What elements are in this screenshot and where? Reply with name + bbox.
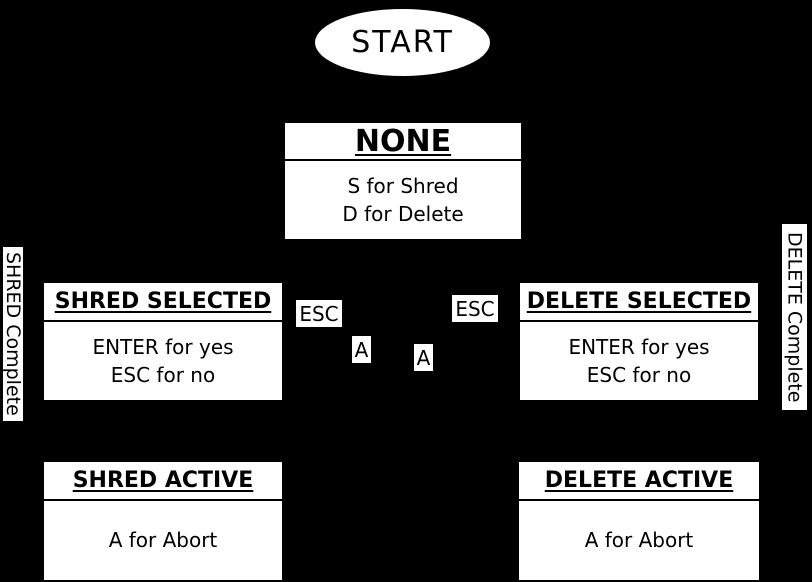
- edge-label-a-delete: A: [414, 344, 433, 371]
- state-delete-active-body: A for Abort: [519, 501, 759, 579]
- state-delete-selected: DELETE SELECTED ENTER for yes ESC for no: [520, 283, 758, 400]
- state-shred-selected-title: SHRED SELECTED: [44, 283, 282, 322]
- start-node-label: START: [351, 25, 454, 60]
- state-body-line: ESC for no: [110, 363, 216, 387]
- edge-label-esc-left: ESC: [296, 300, 342, 327]
- state-none-body: S for Shred D for Delete: [285, 161, 521, 228]
- edge-label-esc-right: ESC: [452, 295, 498, 322]
- state-body-line: ENTER for yes: [92, 335, 234, 359]
- state-shred-selected: SHRED SELECTED ENTER for yes ESC for no: [44, 283, 282, 400]
- state-body-line: A for Abort: [108, 528, 218, 552]
- state-shred-active: SHRED ACTIVE A for Abort: [44, 462, 282, 580]
- state-delete-selected-body: ENTER for yes ESC for no: [520, 322, 758, 389]
- state-body-line: D for Delete: [342, 202, 464, 226]
- state-body-line: ESC for no: [586, 363, 692, 387]
- start-node: START: [315, 9, 490, 76]
- state-delete-active-title: DELETE ACTIVE: [519, 462, 759, 501]
- state-body-line: ENTER for yes: [568, 335, 710, 359]
- side-label-delete-complete: DELETE Complete: [782, 224, 807, 410]
- state-shred-selected-body: ENTER for yes ESC for no: [44, 322, 282, 389]
- state-delete-selected-title: DELETE SELECTED: [520, 283, 758, 322]
- side-label-shred-complete: SHRED Complete: [2, 247, 24, 421]
- state-none: NONE S for Shred D for Delete: [285, 123, 521, 239]
- state-delete-active: DELETE ACTIVE A for Abort: [519, 462, 759, 580]
- state-body-line: S for Shred: [347, 174, 459, 198]
- state-shred-active-body: A for Abort: [44, 501, 282, 579]
- state-shred-active-title: SHRED ACTIVE: [44, 462, 282, 501]
- state-none-title: NONE: [285, 123, 521, 161]
- edge-label-a-shred: A: [352, 336, 371, 363]
- state-body-line: A for Abort: [584, 528, 694, 552]
